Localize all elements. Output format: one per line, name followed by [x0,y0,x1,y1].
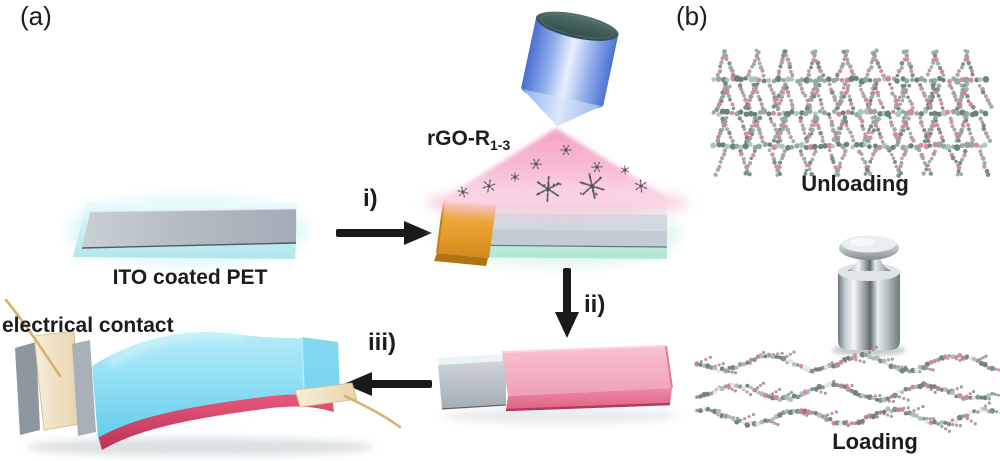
red-rgo-layer [98,392,334,450]
unloading-label: Unloading [801,171,909,196]
electrical-contact-label: electrical contact [2,314,174,337]
step-i-label: i) [363,185,378,212]
step-iii-label: iii) [368,329,396,356]
panel-a-label: (a) [20,1,52,31]
step-ii-label: ii) [584,291,606,318]
right-electrode-pad [294,382,358,408]
substrate-label: ITO coated PET [112,266,268,289]
contact-substrate [433,199,681,267]
spray-material-main: rGO-R [427,127,490,150]
left-gold-wire [4,298,62,378]
arrow-step-iii [344,372,432,396]
panel-b-label: (b) [676,1,708,31]
spray-particles [457,144,648,203]
rgo-layers-loading [694,345,1000,433]
loading-label: Loading [832,429,918,454]
spray-material-subscript: 1-3 [490,137,511,154]
gold-contact-pad [434,200,497,266]
rgo-layers-unloading [710,48,994,178]
arrow-step-ii [555,268,579,338]
arrow-step-i [336,221,432,245]
blue-pet-film [92,329,340,438]
spray-cone [425,128,689,216]
right-gold-wire [343,394,402,429]
spray-nozzle-icon [521,11,619,127]
rgo-coated-device [438,345,678,424]
left-electrode-assembly [15,330,96,436]
spray-material-label: rGO-R1-3 [427,127,510,154]
ito-pet-substrate [65,195,309,267]
flexible-device [4,298,402,456]
calibration-weight-icon [832,235,906,356]
